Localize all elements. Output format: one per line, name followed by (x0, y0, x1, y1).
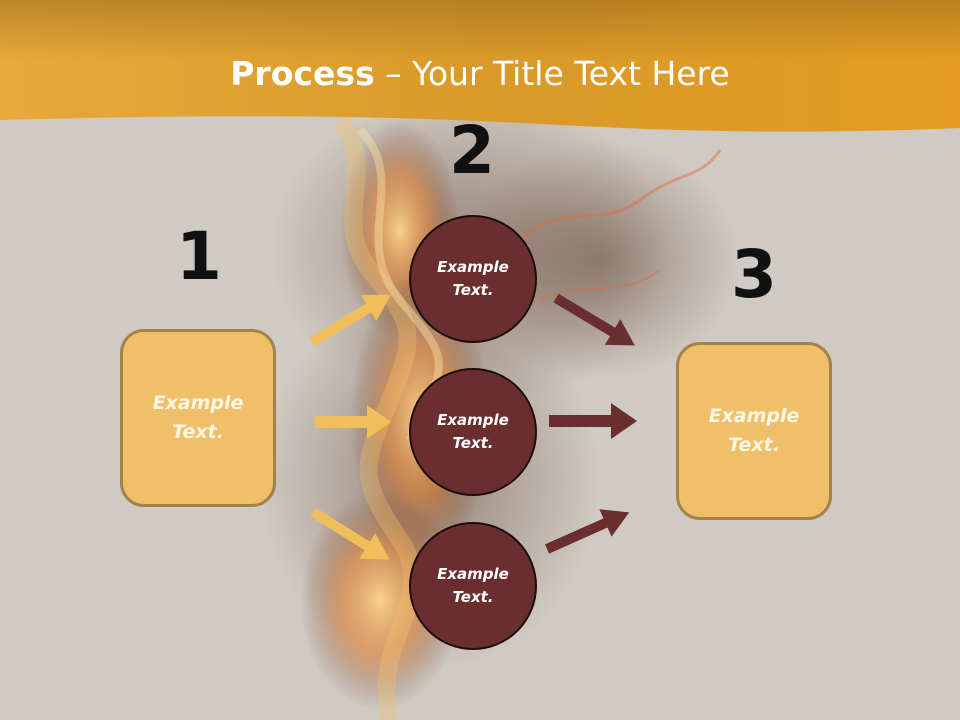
circle-top: Example Text. (409, 215, 537, 343)
arrow-right (549, 403, 637, 439)
circle-bottom: Example Text. (409, 522, 537, 650)
arrow-right (315, 405, 391, 439)
step-3-box: Example Text. (676, 342, 832, 520)
arrow-right-up (309, 294, 391, 347)
arrow-right-down (553, 293, 635, 346)
circle-middle: Example Text. (409, 368, 537, 496)
step-number-2: 2 (449, 112, 495, 189)
step-number-1: 1 (176, 218, 222, 295)
step-number-3: 3 (731, 236, 777, 313)
arrow-right-up (544, 509, 630, 554)
step-1-box: Example Text. (120, 329, 276, 507)
title-rest: – Your Title Text Here (374, 54, 730, 93)
arrow-right-down (310, 507, 390, 560)
title-bold: Process (230, 54, 375, 93)
slide-title: Process – Your Title Text Here (0, 52, 960, 96)
